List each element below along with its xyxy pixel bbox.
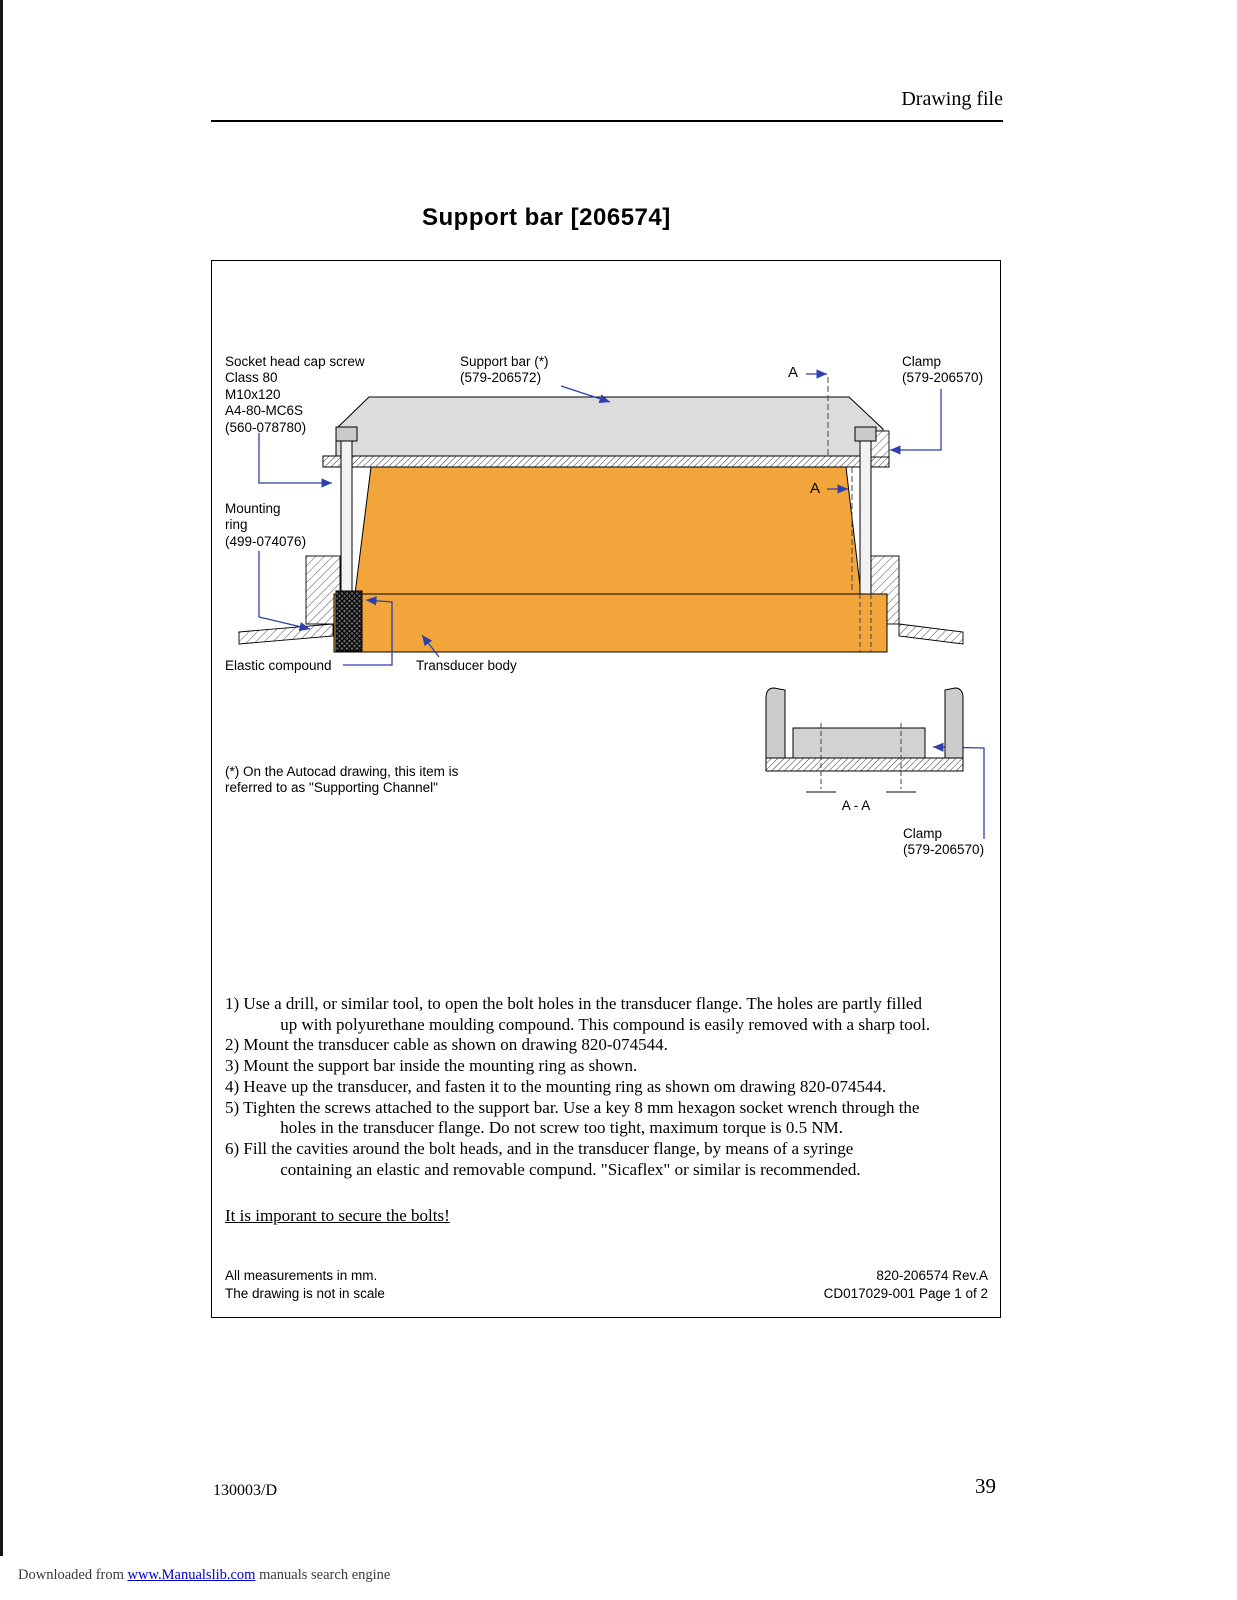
instructions-list: 1) Use a drill, or similar tool, to open… (225, 994, 989, 1181)
instruction-3: 3) Mount the support bar inside the moun… (225, 1056, 638, 1076)
instruction-2: 2) Mount the transducer cable as shown o… (225, 1035, 668, 1055)
label-autocad-note: (*) On the Autocad drawing, this item is… (225, 764, 459, 796)
watermark: Downloaded from www.Manualslib.com manua… (18, 1567, 390, 1584)
bolt-left (340, 440, 353, 595)
label-support-bar: Support bar (*) (579-206572) (460, 354, 549, 386)
instruction-4: 4) Heave up the transducer, and fasten i… (225, 1076, 887, 1096)
ref-page: CD017029-001 Page 1 of 2 (823, 1285, 988, 1301)
leader-mounting-ring (258, 551, 311, 632)
section-base-plate (765, 757, 964, 772)
label-clamp-top: Clamp (579-206570) (902, 354, 984, 386)
page-number: 39 (975, 1474, 996, 1498)
assembly-drawing (238, 369, 985, 839)
drawing-references: 820-206574 Rev.A CD017029-001 Page 1 of … (824, 1267, 988, 1303)
leader-support-bar (560, 385, 611, 404)
drawing-frame: Socket head cap screw Class 80 M10x120 A… (211, 260, 1001, 1318)
elastic-compound-shape (335, 590, 363, 652)
label-transducer-body: Transducer body (416, 658, 517, 673)
label-mounting-ring: Mounting ring (499-074076) (225, 501, 307, 549)
note-measurements: All measurements in mm. (225, 1268, 378, 1283)
page-title: Support bar [206574] (422, 204, 671, 231)
document-number: 130003/D (213, 1482, 277, 1499)
leader-clamp-top (890, 389, 942, 455)
page-header: Drawing file (901, 88, 1003, 110)
section-marker-a-top: A (788, 364, 799, 381)
section-marker-a-mid: A (810, 480, 821, 497)
bolt-cap-right (854, 426, 877, 442)
support-bar-plate (322, 455, 890, 468)
warning-text: It is imporant to secure the bolts! (225, 1206, 450, 1225)
leader-transducer-body (421, 634, 440, 658)
label-section-title: A - A (841, 798, 871, 813)
section-wall-left (765, 687, 786, 772)
transducer-flange (333, 593, 888, 653)
section-clamp-bar (792, 727, 926, 759)
note-scale: The drawing is not in scale (225, 1285, 385, 1301)
leader-socket-screw (258, 433, 332, 488)
watermark-prefix: Downloaded from (18, 1567, 128, 1583)
leader-elastic-compound (343, 596, 393, 666)
watermark-suffix: manuals search engine (255, 1567, 391, 1583)
section-wall-right (944, 687, 964, 772)
watermark-link[interactable]: www.Manualslib.com (127, 1567, 256, 1583)
instruction-6: 6) Fill the cavities around the bolt hea… (225, 1139, 861, 1179)
scan-edge-artifact (0, 0, 3, 1556)
transducer-body-shape (354, 466, 862, 595)
instruction-1: 1) Use a drill, or similar tool, to open… (225, 994, 931, 1034)
hull-plate-left (238, 623, 334, 645)
label-elastic-compound: Elastic compound (225, 658, 332, 673)
bolt-right (859, 440, 872, 595)
drawing-notes: All measurements in mm. The drawing is n… (225, 1267, 385, 1303)
instruction-5: 5) Tighten the screws attached to the su… (225, 1097, 920, 1138)
hull-plate-right (898, 623, 964, 645)
support-bar-shape (335, 396, 884, 457)
label-clamp-section: Clamp (579-206570) (903, 826, 985, 858)
header-rule (211, 120, 1003, 122)
drawing-footer: All measurements in mm. The drawing is n… (225, 1267, 988, 1303)
label-socket-screw: Socket head cap screw Class 80 M10x120 A… (225, 354, 365, 435)
ref-revision: 820-206574 Rev.A (876, 1268, 988, 1283)
